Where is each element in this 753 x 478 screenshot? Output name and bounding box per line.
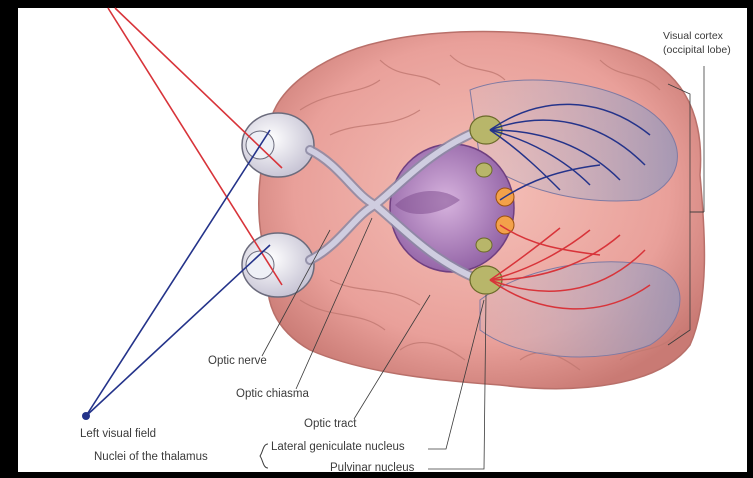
label-optic-tract: Optic tract — [304, 418, 356, 430]
label-lateral-geniculate-nucleus: Lateral geniculate nucleus — [271, 441, 405, 453]
right-eye — [242, 233, 314, 297]
left-visual-field-point — [82, 412, 90, 420]
left-eye — [242, 113, 314, 177]
label-left-visual-field: Left visual field — [80, 428, 156, 440]
label-pulvinar-nucleus: Pulvinar nucleus — [330, 462, 414, 474]
label-visual-cortex-line1: Visual cortex — [663, 30, 723, 42]
label-visual-cortex-line2: (occipital lobe) — [663, 44, 731, 56]
nuclei-brace — [260, 444, 268, 468]
label-optic-chiasma: Optic chiasma — [236, 388, 309, 400]
label-optic-nerve: Optic nerve — [208, 355, 267, 367]
label-nuclei-of-thalamus: Nuclei of the thalamus — [94, 451, 208, 463]
